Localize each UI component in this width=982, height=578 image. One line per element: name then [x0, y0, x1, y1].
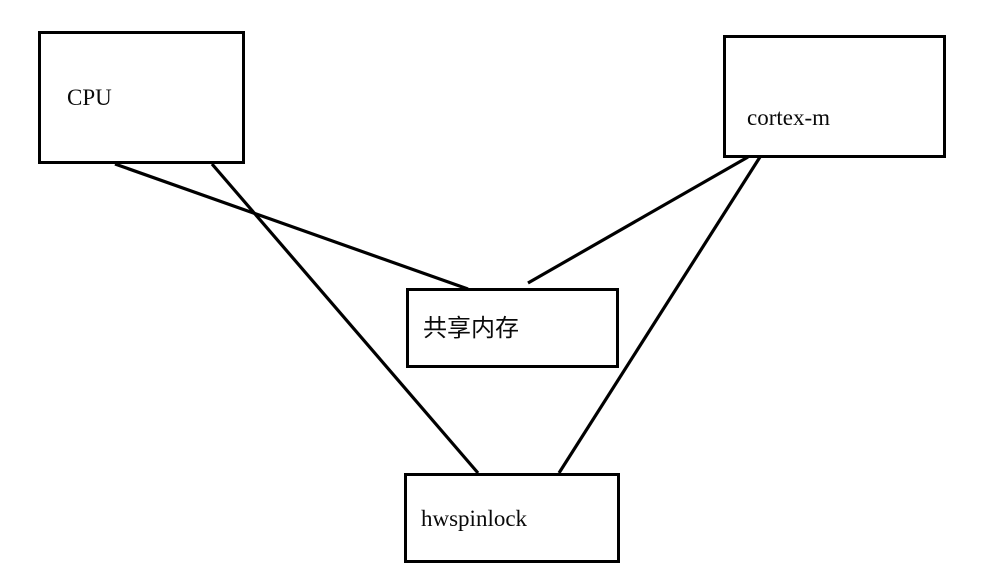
node-cpu[interactable]: CPU [38, 31, 245, 164]
node-cortex-m-label: cortex-m [747, 105, 831, 130]
edge-cortex-m-to-shared-memory [527, 155, 749, 285]
node-cpu-label: CPU [67, 85, 112, 110]
edge-cpu-to-hwspinlock [210, 162, 480, 475]
edge-cortex-m-to-hwspinlock [557, 156, 762, 474]
node-hwspinlock-label: hwspinlock [421, 505, 528, 531]
node-hwspinlock[interactable]: hwspinlock [404, 473, 620, 563]
edge-cpu-to-shared-memory [114, 162, 469, 291]
node-cortex-m[interactable]: cortex-m [723, 35, 946, 158]
node-shared-memory[interactable]: 共享内存 [406, 288, 619, 368]
node-shared-memory-label: 共享内存 [423, 314, 519, 342]
